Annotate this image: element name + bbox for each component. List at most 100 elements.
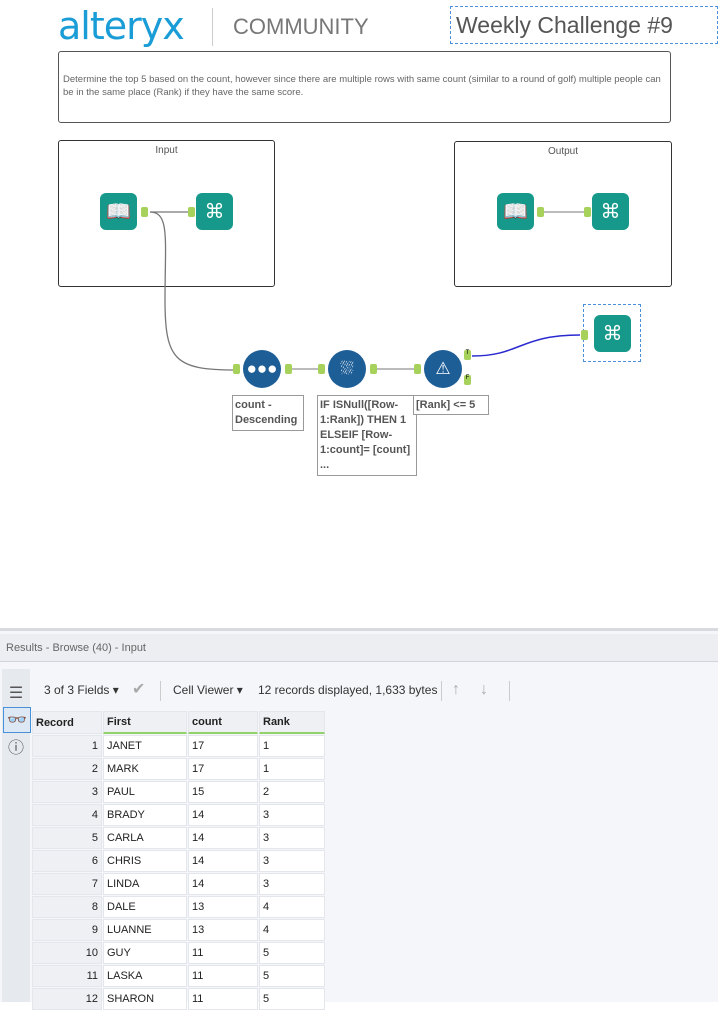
table-cell[interactable]: 12	[32, 988, 102, 1010]
table-cell[interactable]: 13	[188, 896, 258, 918]
table-cell[interactable]: 3	[259, 850, 325, 872]
table-cell[interactable]: BRADY	[103, 804, 187, 826]
output-anchor[interactable]	[370, 364, 377, 374]
table-cell[interactable]: 5	[259, 942, 325, 964]
browse-tool[interactable]: ⌘	[196, 193, 233, 230]
cell-viewer-dropdown[interactable]: Cell Viewer ▾	[173, 683, 243, 697]
fields-dropdown[interactable]: 3 of 3 Fields ▾	[44, 683, 119, 697]
table-cell[interactable]: LUANNE	[103, 919, 187, 941]
browse-tool[interactable]: ⌘	[592, 193, 629, 230]
results-title: Results - Browse (40) - Input	[0, 634, 718, 662]
true-anchor[interactable]: T	[464, 350, 471, 360]
output-anchor[interactable]	[141, 207, 148, 217]
list-icon[interactable]: ☰	[8, 685, 24, 702]
table-cell[interactable]: 17	[188, 735, 258, 757]
input-anchor[interactable]	[414, 364, 421, 374]
table-cell[interactable]: 14	[188, 804, 258, 826]
arrow-down-icon[interactable]: ↓	[480, 681, 488, 698]
filter-tool[interactable]: ⚠	[424, 350, 462, 388]
column-header[interactable]: count	[188, 711, 258, 734]
table-cell[interactable]: 11	[188, 942, 258, 964]
arrow-up-icon[interactable]: ↑	[452, 681, 460, 698]
sort-tool[interactable]: ●●●	[243, 350, 281, 388]
book-icon: 📖	[106, 201, 131, 223]
table-cell[interactable]: GUY	[103, 942, 187, 964]
table-cell[interactable]: 1	[32, 735, 102, 757]
viewer-label: Cell Viewer	[173, 683, 234, 697]
table-cell[interactable]: 17	[188, 758, 258, 780]
input-anchor[interactable]	[581, 330, 588, 340]
table-cell[interactable]: 3	[259, 873, 325, 895]
help-icon[interactable]: ⓘ	[7, 740, 24, 757]
divider	[509, 681, 510, 701]
table-cell[interactable]: 13	[188, 919, 258, 941]
table-cell[interactable]: 14	[188, 827, 258, 849]
table-cell[interactable]: 11	[32, 965, 102, 987]
table-cell[interactable]: PAUL	[103, 781, 187, 803]
table-cell[interactable]: 8	[32, 896, 102, 918]
table-cell[interactable]: 2	[32, 758, 102, 780]
input-anchor[interactable]	[318, 364, 325, 374]
table-cell[interactable]: 3	[259, 804, 325, 826]
table-cell[interactable]: 6	[32, 850, 102, 872]
multi-row-formula-tool[interactable]: ⛆	[328, 350, 366, 388]
description-comment[interactable]: Determine the top 5 based on the count, …	[58, 51, 671, 123]
column-header[interactable]: First	[103, 711, 187, 734]
table-cell[interactable]: 14	[188, 850, 258, 872]
table-cell[interactable]: LASKA	[103, 965, 187, 987]
table-cell[interactable]: 7	[32, 873, 102, 895]
binoculars-icon[interactable]: 👓	[3, 707, 31, 733]
table-cell[interactable]: 9	[32, 919, 102, 941]
input-container[interactable]: Input	[58, 140, 275, 287]
input-data-tool[interactable]: 📖	[100, 193, 137, 230]
table-cell[interactable]: SHARON	[103, 988, 187, 1010]
table-cell[interactable]: CHRIS	[103, 850, 187, 872]
table-cell[interactable]: DALE	[103, 896, 187, 918]
table-cell[interactable]: 11	[188, 965, 258, 987]
table-cell[interactable]: 3	[32, 781, 102, 803]
browse-tool-selected[interactable]: ⌘	[594, 315, 631, 352]
column-header[interactable]: Record	[32, 711, 102, 734]
table-cell[interactable]: 4	[32, 804, 102, 826]
table-cell[interactable]: 2	[259, 781, 325, 803]
input-anchor[interactable]	[584, 207, 591, 217]
table-cell[interactable]: 1	[259, 758, 325, 780]
table-cell[interactable]: 5	[259, 988, 325, 1010]
table-cell[interactable]: 15	[188, 781, 258, 803]
input-data-tool[interactable]: 📖	[497, 193, 534, 230]
check-icon[interactable]: ✔	[132, 681, 146, 698]
table-cell[interactable]: CARLA	[103, 827, 187, 849]
false-anchor[interactable]: F	[464, 375, 471, 385]
column-header[interactable]: Rank	[259, 711, 325, 734]
table-cell[interactable]: 4	[259, 919, 325, 941]
table-cell[interactable]: 14	[188, 873, 258, 895]
table-cell[interactable]: MARK	[103, 758, 187, 780]
table-cell[interactable]: 1	[259, 735, 325, 757]
output-anchor[interactable]	[285, 364, 292, 374]
table-cell[interactable]: 5	[32, 827, 102, 849]
table-cell[interactable]: 4	[259, 896, 325, 918]
table-cell[interactable]: 11	[188, 988, 258, 1010]
input-anchor[interactable]	[188, 207, 195, 217]
table-cell[interactable]: LINDA	[103, 873, 187, 895]
table-cell[interactable]: 10	[32, 942, 102, 964]
output-container[interactable]: Output	[454, 141, 672, 287]
table-cell[interactable]: 3	[259, 827, 325, 849]
input-anchor[interactable]	[233, 364, 240, 374]
output-anchor[interactable]	[537, 207, 544, 217]
table-cell[interactable]: JANET	[103, 735, 187, 757]
table-cell[interactable]: 5	[259, 965, 325, 987]
challenge-title[interactable]: Weekly Challenge #9	[450, 6, 718, 44]
